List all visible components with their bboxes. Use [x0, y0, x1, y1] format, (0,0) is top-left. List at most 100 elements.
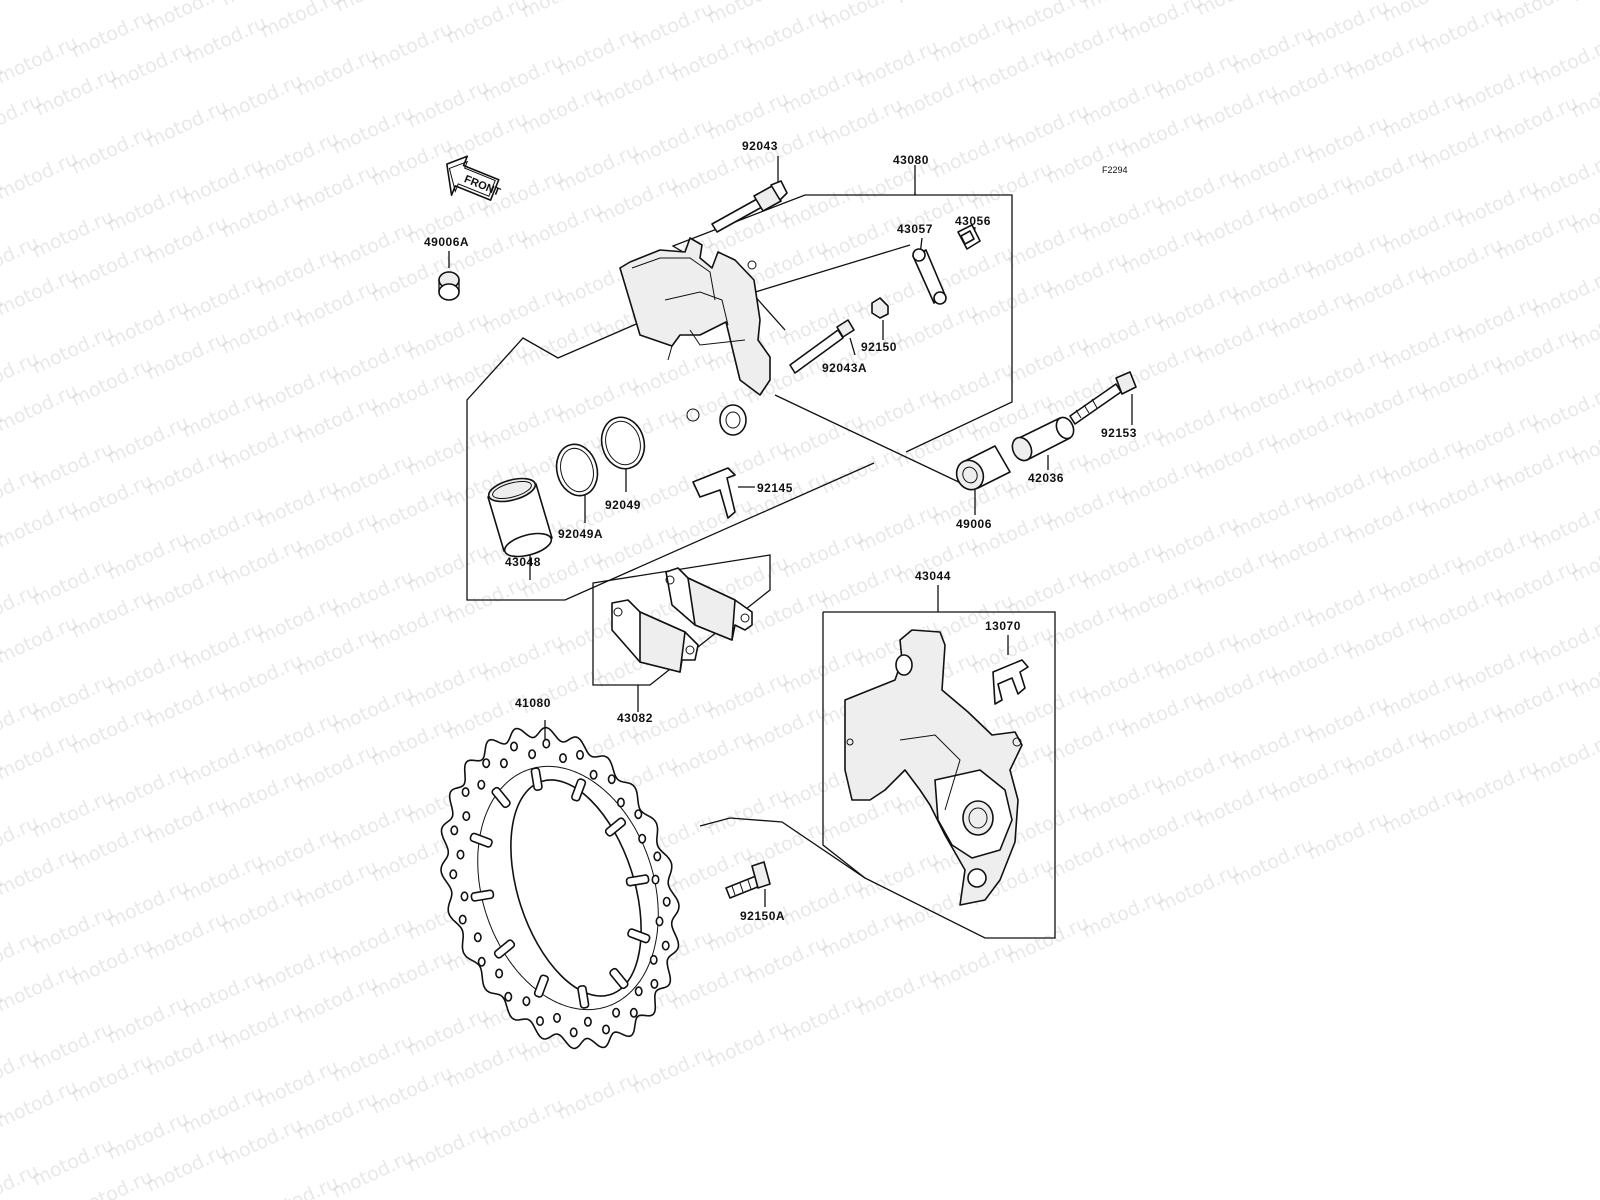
watermark-text: motod.ru: [218, 882, 306, 939]
watermark-text: motod.ru: [404, 308, 492, 365]
watermark-text: motod.ru: [293, 44, 381, 101]
watermark-text: motod.ru: [1304, 112, 1392, 169]
watermark-text: motod.ru: [818, 94, 906, 151]
disc-hole: [458, 914, 467, 925]
watermark-text: motod.ru: [0, 960, 81, 1017]
watermark-text: motod.ru: [1154, 512, 1242, 569]
watermark-text: motod.ru: [1304, 576, 1392, 633]
watermark-text: motod.ru: [668, 30, 756, 87]
watermark-text: motod.ru: [329, 798, 417, 855]
watermark-text: motod.ru: [779, 62, 867, 119]
watermark-text: motod.ru: [0, 612, 81, 669]
watermark-text: motod.ru: [29, 786, 117, 843]
disc-hole: [662, 896, 671, 907]
watermark-text: motod.ru: [1118, 454, 1206, 511]
watermark-text: motod.ru: [629, 346, 717, 403]
part-label-43044: 43044: [915, 569, 951, 583]
watermark-text: motod.ru: [968, 42, 1056, 99]
watermark-text: motod.ru: [818, 906, 906, 963]
disc-hole: [607, 774, 616, 785]
watermark-text: motod.ru: [1343, 492, 1431, 549]
part-label-92150: 92150: [861, 340, 897, 354]
watermark-text: motod.ru: [0, 1076, 81, 1133]
watermark-text: motod.ru: [143, 792, 231, 849]
watermark-text: motod.ru: [179, 734, 267, 791]
disc-hole: [653, 851, 662, 862]
watermark-text: motod.ru: [218, 650, 306, 707]
watermark-text: motod.ru: [1004, 216, 1092, 273]
watermark-text: motod.ru: [854, 500, 942, 557]
disc-hole: [449, 869, 458, 880]
watermark-text: motod.ru: [254, 708, 342, 765]
watermark-text: motod.ru: [854, 384, 942, 441]
watermark-text: motod.ru: [1268, 286, 1356, 343]
watermark-text: motod.ru: [68, 6, 156, 63]
watermark-text: motod.ru: [1154, 744, 1242, 801]
watermark-text: motod.ru: [1079, 654, 1167, 711]
watermark-text: motod.ru: [368, 1062, 456, 1119]
watermark-text: motod.ru: [104, 1108, 192, 1165]
watermark-text: motod.ru: [1118, 570, 1206, 627]
diagram-code: F2294: [1102, 165, 1128, 175]
watermark-text: motod.ru: [1193, 428, 1281, 485]
caliper-pin-92043A: [789, 319, 856, 374]
watermark-text: motod.ru: [293, 972, 381, 1029]
watermark-text: motod.ru: [329, 914, 417, 971]
watermark-text: motod.ru: [368, 134, 456, 191]
watermark-text: motod.ru: [404, 656, 492, 713]
watermark-text: motod.ru: [254, 940, 342, 997]
watermark-text: motod.ru: [1268, 54, 1356, 111]
watermark-text: motod.ru: [293, 392, 381, 449]
watermark-text: motod.ru: [218, 1114, 306, 1171]
watermark-text: motod.ru: [293, 160, 381, 217]
watermark-text: motod.ru: [293, 508, 381, 565]
watermark-text: motod.ru: [143, 96, 231, 153]
disc-hole: [612, 1007, 621, 1018]
watermark-text: motod.ru: [329, 102, 417, 159]
watermark-text: motod.ru: [0, 844, 81, 901]
watermark-text: motod.ru: [1268, 634, 1356, 691]
watermark-text: motod.ru: [104, 180, 192, 237]
watermark-text: motod.ru: [629, 1042, 717, 1099]
disc-hole: [477, 956, 486, 967]
watermark-text: motod.ru: [1268, 170, 1356, 227]
watermark-text: motod.ru: [554, 1068, 642, 1125]
watermark-text: motod.ru: [1193, 312, 1281, 369]
disc-hole: [575, 749, 584, 760]
caliper-pin-92043: [711, 156, 788, 233]
watermark-text: motod.ru: [179, 966, 267, 1023]
watermark-text: motod.ru: [479, 1094, 567, 1151]
watermark-text: motod.ru: [1529, 730, 1600, 787]
part-label-43082: 43082: [617, 711, 653, 725]
watermark-text: motod.ru: [1304, 808, 1392, 865]
disc-hole: [504, 991, 513, 1002]
watermark-text: motod.ru: [704, 1016, 792, 1073]
watermark-text: motod.ru: [254, 128, 342, 185]
part-labels: 92043 43080 43057 43056 49006A 92150 920…: [424, 139, 1136, 923]
watermark-text: motod.ru: [143, 1024, 231, 1081]
watermark-text: motod.ru: [0, 496, 81, 553]
disc-hole: [522, 996, 531, 1007]
watermark-text: motod.ru: [29, 206, 117, 263]
disc-hole: [616, 797, 625, 808]
brake-disc-41080: [440, 720, 680, 1050]
watermark-text: motod.ru: [1418, 118, 1506, 175]
watermark-text: motod.ru: [329, 1146, 417, 1200]
watermark-text: motod.ru: [1343, 260, 1431, 317]
part-label-43056: 43056: [955, 214, 991, 228]
watermark-text: motod.ru: [179, 1082, 267, 1139]
watermark-text: motod.ru: [1229, 834, 1317, 891]
watermark-text: motod.ru: [1043, 712, 1131, 769]
watermark-text: motod.ru: [143, 560, 231, 617]
watermark-text: motod.ru: [329, 218, 417, 275]
watermark-text: motod.ru: [104, 412, 192, 469]
watermark-text: motod.ru: [218, 998, 306, 1055]
watermark-text: motod.ru: [1343, 608, 1431, 665]
watermark-text: motod.ru: [0, 264, 81, 321]
watermark-text: motod.ru: [1154, 280, 1242, 337]
watermark-text: motod.ru: [218, 418, 306, 475]
part-label-92043: 92043: [742, 139, 778, 153]
watermark-text: motod.ru: [1004, 0, 1092, 41]
